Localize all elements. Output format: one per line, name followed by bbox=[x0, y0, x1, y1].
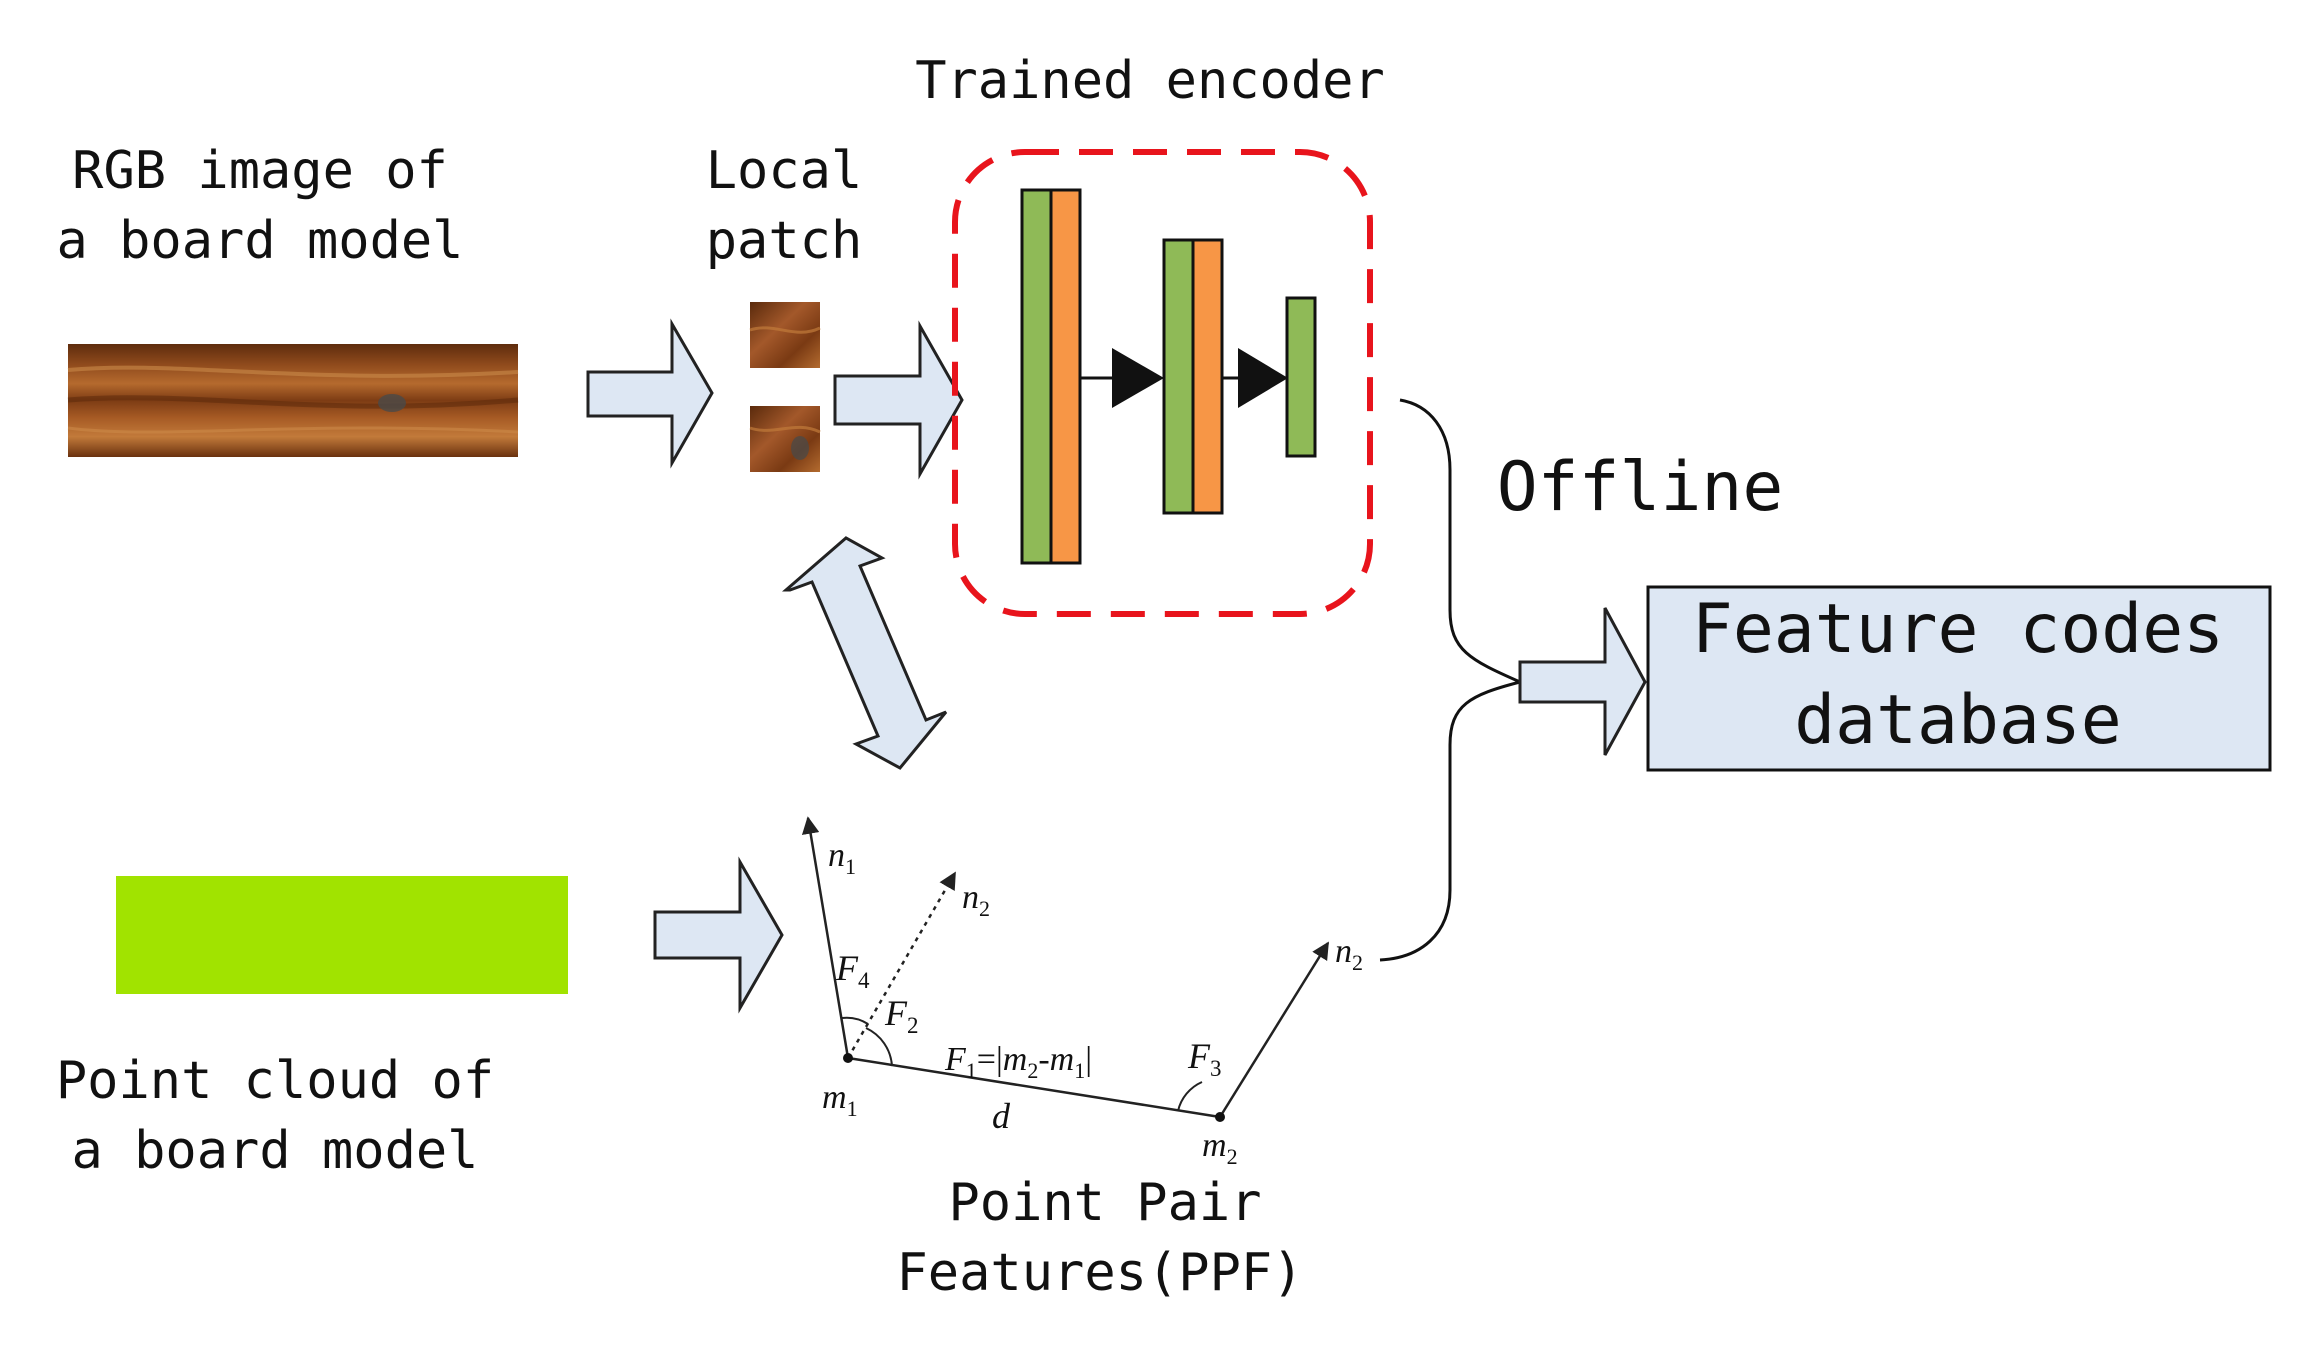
patch-label-line1: Local bbox=[706, 141, 863, 201]
offline-connector-top bbox=[1399, 398, 1521, 684]
ppf-caption-line1: Point Pair bbox=[948, 1173, 1261, 1233]
encoder-layer-3 bbox=[1285, 296, 1317, 458]
ppf-f4-label: F4 bbox=[835, 948, 870, 993]
ppf-figure bbox=[801, 816, 1330, 1122]
rgb-board-image bbox=[67, 344, 519, 457]
bidirectional-arrow-shape bbox=[781, 536, 948, 770]
patch-label-line2: patch bbox=[706, 211, 863, 271]
pointcloud-label-line2: a board model bbox=[72, 1121, 479, 1181]
encoder-layer-1 bbox=[1020, 188, 1082, 565]
feature-codes-database bbox=[1646, 585, 2272, 772]
offline-label: Offline bbox=[1497, 448, 1784, 527]
rgb-label-line2: a board model bbox=[57, 211, 464, 271]
offline-connector-bottom bbox=[1379, 680, 1521, 962]
arrow-rgb-to-patch bbox=[586, 318, 714, 469]
ppf-d-label: d bbox=[992, 1096, 1011, 1136]
database-label-line1: Feature codes bbox=[1692, 590, 2224, 669]
ppf-n1-label: n1 bbox=[828, 837, 856, 879]
encoder-label: Trained encoder bbox=[915, 51, 1385, 111]
arrow-pointcloud-to-ppf bbox=[653, 856, 784, 1014]
ppf-n2-right-label: n2 bbox=[1335, 933, 1363, 975]
ppf-n2-dotted-label: n2 bbox=[962, 879, 990, 921]
ppf-m1-label: m1 bbox=[822, 1079, 858, 1121]
ppf-f3-label: F3 bbox=[1187, 1036, 1222, 1081]
encoder-arrow-1 bbox=[1080, 348, 1164, 408]
arrow-to-database bbox=[1518, 607, 1647, 756]
encoder-layer-2 bbox=[1162, 238, 1224, 515]
database-label-line2: database bbox=[1794, 681, 2122, 760]
encoder-arrow-2 bbox=[1222, 348, 1288, 408]
encoder-box bbox=[952, 149, 1373, 617]
arrow-patch-to-encoder bbox=[833, 320, 964, 480]
local-patch-top bbox=[749, 302, 821, 368]
ppf-f1-label: F1=|m2-m1| bbox=[944, 1041, 1092, 1083]
local-patch-bottom bbox=[749, 406, 821, 472]
rgb-label-line1: RGB image of bbox=[72, 141, 448, 201]
pointcloud-label-line1: Point cloud of bbox=[56, 1051, 494, 1111]
ppf-m2-label: m2 bbox=[1202, 1127, 1238, 1169]
point-cloud-image bbox=[116, 876, 568, 994]
ppf-caption-line2: Features(PPF) bbox=[897, 1243, 1304, 1303]
ppf-f2-label: F2 bbox=[884, 993, 919, 1038]
